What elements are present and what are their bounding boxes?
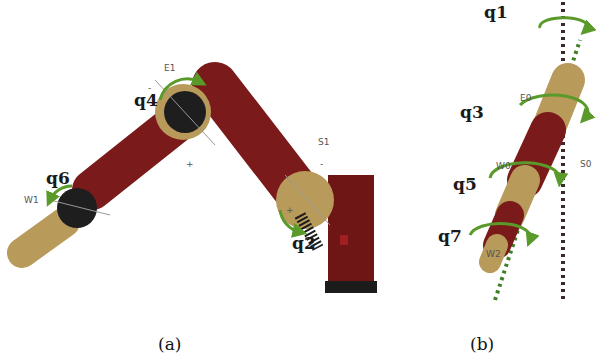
- joint-name: S1: [318, 138, 329, 147]
- arm-axis: [495, 40, 580, 300]
- joint-name: S0: [580, 160, 591, 169]
- sign: +: [186, 160, 194, 169]
- pedestal-light: [340, 235, 348, 245]
- sign: +: [286, 206, 294, 215]
- joint-variable: q5: [453, 176, 477, 193]
- joint-variable: q2: [292, 235, 316, 252]
- subfigure-label: (a): [158, 336, 181, 353]
- rotation-arrow: [50, 186, 72, 200]
- sign: -: [148, 84, 151, 93]
- joint-variable: q1: [484, 4, 508, 21]
- joint-variable: q3: [460, 104, 484, 121]
- joint-name: W1: [24, 196, 39, 205]
- wrist-joint: [57, 188, 97, 228]
- axis-line: [50, 200, 110, 215]
- rotation-arrow: [470, 223, 530, 240]
- rotation-arrow: [540, 18, 588, 30]
- gripper: [22, 222, 65, 253]
- subfigure-label: (b): [470, 336, 494, 353]
- vertical-axis: [561, 2, 565, 300]
- rotation-arrow: [490, 163, 560, 180]
- rotation-arrow: [520, 95, 588, 118]
- axis-line: [285, 175, 330, 225]
- joint-name: W2: [486, 250, 501, 259]
- joint-name: E1: [164, 64, 175, 73]
- joint-variable: q4: [134, 92, 158, 109]
- joint-name: W0: [496, 162, 511, 171]
- joint-name: E0: [520, 94, 531, 103]
- rotation-arrow: [160, 79, 200, 100]
- joint-variable: q6: [46, 170, 70, 187]
- base: [325, 281, 377, 293]
- pedestal: [328, 175, 374, 283]
- joint-variable: q7: [438, 228, 462, 245]
- sign: -: [320, 160, 323, 169]
